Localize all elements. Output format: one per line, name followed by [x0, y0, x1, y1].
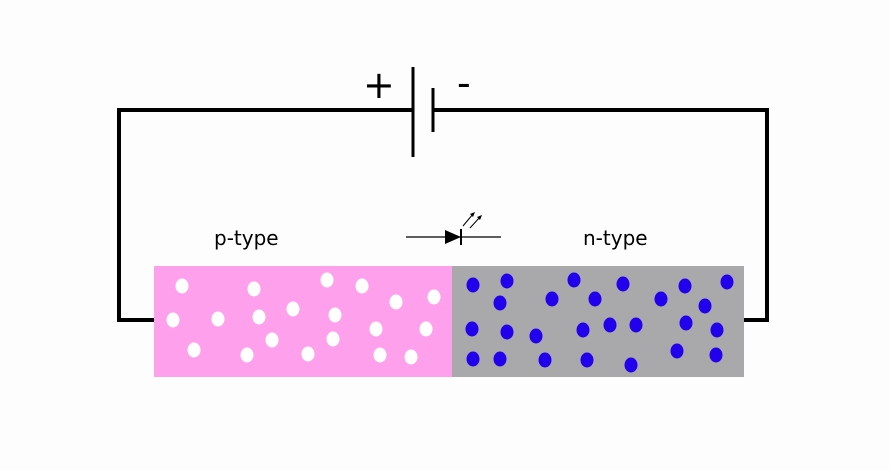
hole [373, 347, 387, 363]
hole [247, 281, 261, 297]
electron [545, 291, 559, 307]
electron [588, 291, 602, 307]
hole [166, 312, 180, 328]
electron [698, 298, 712, 314]
electron [466, 277, 480, 293]
electron [576, 322, 590, 338]
hole [240, 347, 254, 363]
holes [166, 272, 441, 365]
electron [670, 343, 684, 359]
electron [500, 273, 514, 289]
electron [679, 315, 693, 331]
electron [624, 357, 638, 373]
battery-plus-sign: + [363, 63, 395, 107]
led-icon [406, 212, 501, 245]
electrons [465, 272, 734, 373]
electron [709, 347, 723, 363]
hole [187, 342, 201, 358]
hole [369, 321, 383, 337]
electron [493, 295, 507, 311]
electron [710, 322, 724, 338]
electron [538, 352, 552, 368]
electron [500, 324, 514, 340]
hole [419, 321, 433, 337]
hole [328, 307, 342, 323]
hole [265, 332, 279, 348]
electron [654, 291, 668, 307]
electron [720, 274, 734, 290]
p-type-label: p-type [214, 226, 279, 250]
hole [286, 301, 300, 317]
electron [580, 352, 594, 368]
hole [355, 278, 369, 294]
hole [427, 289, 441, 305]
electron [466, 351, 480, 367]
battery-minus-sign: - [457, 61, 471, 105]
wire-left [117, 108, 413, 322]
hole [326, 331, 340, 347]
hole [404, 349, 418, 365]
hole [252, 309, 266, 325]
electron [629, 317, 643, 333]
electron [465, 321, 479, 337]
electron [616, 276, 630, 292]
n-type-label: n-type [583, 226, 648, 250]
electron [493, 351, 507, 367]
hole [211, 311, 225, 327]
hole [301, 346, 315, 362]
electron [603, 317, 617, 333]
electron [567, 272, 581, 288]
wire-right [433, 108, 769, 322]
hole [320, 272, 334, 288]
hole [389, 294, 403, 310]
electron [678, 278, 692, 294]
hole [175, 278, 189, 294]
electron [529, 328, 543, 344]
